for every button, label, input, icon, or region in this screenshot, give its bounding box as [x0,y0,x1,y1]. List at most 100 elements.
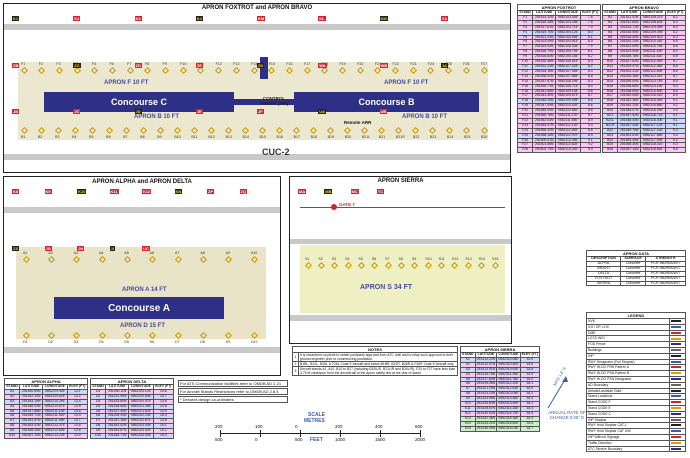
taxiway-tag: ZQ [239,189,248,194]
scale-tick-label: 100 [255,424,263,429]
taxiway-tag: MC [350,189,359,194]
legend-swatch-icon [671,383,681,386]
stand-label: F26 [463,62,470,66]
taxiway-tag: ZA [440,16,449,21]
stand-label: B22 [412,135,420,139]
stand-label: B16 [276,135,283,139]
panel-title-ad: APRON ALPHA and APRON DELTA [92,179,192,185]
legend-swatch-icon [671,407,681,410]
table-cell: S15 [460,425,476,432]
taxiway-tag: JI [109,245,115,251]
taxiway-tag: K12 [142,189,152,194]
scale-tick [260,430,261,437]
stand-label: B15 [259,135,266,139]
legend-swatch-icon [671,343,681,346]
stand-label: B8 [140,135,145,139]
table-cell: 251603.70N [532,147,557,154]
stand-label: F14 [251,62,258,66]
table-cell: 251557.14N [617,147,642,154]
taxiway-tag: K11 [109,189,119,194]
taxiway-s-bottom [290,315,511,321]
legend-swatch-icon [671,441,681,444]
taxiway-bottom [4,154,510,160]
stand-label: D8 [200,340,205,344]
table-cell: Concrete [620,280,647,287]
stand-label: B17 [293,135,300,139]
tower-building [260,57,268,79]
concourse-c-label: Concourse C [110,97,167,107]
legend-swatch-icon [671,331,681,334]
scale-tick [340,430,341,437]
stand-label: B13 [225,135,232,139]
taxiway-tag: TC [376,189,385,194]
taxiway-tag: JA [440,62,448,68]
taxiway-tag: ZD [134,62,142,68]
table-delta-title: APRON DELTA [90,378,174,384]
footnote-item: * Denotes design co-ordinates [178,396,288,403]
panel-foxtrot-bravo: APRON FOXTROT and APRON BRAVO F1F2F3F4F5… [3,3,511,173]
table-cell: 0552213.22E [42,433,68,439]
table-cell: 251457.10N [19,433,44,439]
stand-label: F16 [286,62,293,66]
notes-title: NOTES [292,346,458,352]
stand-label: F22 [392,62,399,66]
stand-label: B21R [395,135,405,139]
stand-label: F7 [127,62,132,66]
note-text: B1BL, B21L, B26L & F26L Code E Aircraft … [298,361,458,367]
taxiway-tag: K9 [44,189,52,194]
legend-swatch-icon [671,418,681,421]
legend-swatch-icon [671,412,681,415]
table-cell: 15.0 [152,433,175,439]
stand-label: A3 [73,251,79,255]
legend-swatch-icon [671,378,681,381]
stand-label: B4 [72,135,77,139]
taxiway-tag: K2 [73,16,81,21]
legend-title: LEGEND [586,312,686,318]
taxiway-s-top [290,239,511,244]
stand-label: B24 [446,135,454,139]
stand-label: A2 [48,251,53,255]
stand-label: B26 [481,135,488,139]
table-cell: 0552114.24E [555,147,581,154]
taxiway-tag: JH [77,245,85,251]
stand-label: F21 [374,62,382,66]
stand-label: B3 [55,135,60,139]
table-cell: F28 [516,147,534,154]
stand-label: F15 [268,62,275,66]
taxiway-tag: JB [12,109,20,115]
scale-title: SCALE [308,412,325,418]
footnote-item: For Aircraft Stands Restrictions refer t… [178,388,288,395]
apron-b-label: APRON B 10 FT [134,114,180,120]
scale-track [220,433,420,434]
taxiway-ad-bottom [4,347,280,353]
concourse-a: Concourse A [54,297,224,319]
table-bravo-title: APRON BRAVO [602,4,686,10]
stand-label: B18 [310,135,318,139]
stand-label: F20 [357,62,364,66]
taxiway-tag: JF [257,109,264,115]
stand-label: S13 [465,257,472,261]
stand-label: B1 [21,135,26,139]
stand-label: D7 [175,340,180,344]
stand-label: S1 [305,257,310,261]
table-cell: PCR 980/R/A/W/T [645,280,686,287]
